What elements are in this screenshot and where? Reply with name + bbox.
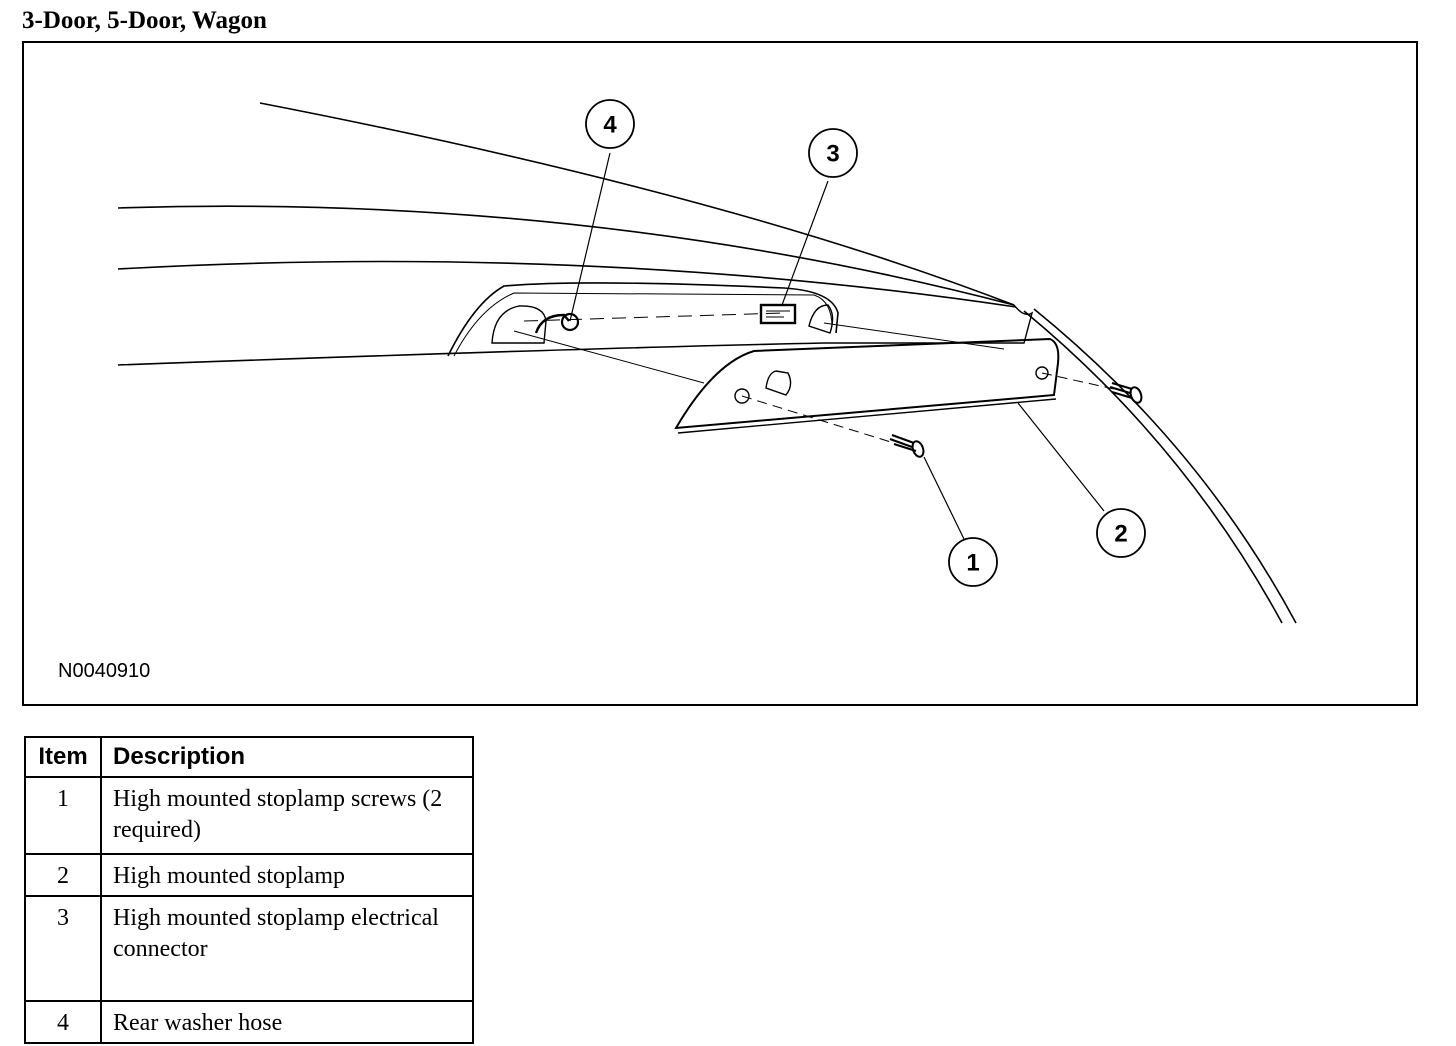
legend-item-number: 4 <box>24 1000 102 1044</box>
washer-hose <box>534 313 570 334</box>
lamp-recess <box>447 282 839 357</box>
legend-row: 2 High mounted stoplamp <box>24 853 474 897</box>
leader-line-1 <box>923 456 965 540</box>
alignment-line <box>513 330 705 384</box>
legend-header-description: Description <box>100 736 474 778</box>
screw-axis-line <box>741 395 895 444</box>
legend-item-number: 1 <box>24 776 102 855</box>
screw-hole-left <box>734 388 750 404</box>
leader-line-3 <box>781 180 829 306</box>
body-contour-line <box>117 342 825 366</box>
recess-opening-right <box>808 304 834 334</box>
stoplamp-body-lower-edge <box>677 398 1057 434</box>
callout-label-3: 3 <box>826 141 839 168</box>
stoplamp-body <box>674 337 1060 430</box>
stoplamp-lens-tab <box>765 370 792 396</box>
alignment-line <box>823 322 1005 350</box>
legend-item-description: High mounted stoplamp screws (2 required… <box>100 776 474 855</box>
electrical-connector <box>759 303 797 325</box>
callout-label-1: 1 <box>966 550 979 577</box>
callout-circle-4 <box>585 99 635 149</box>
figure-id: N0040910 <box>58 660 151 682</box>
page-heading: 3-Door, 5-Door, Wagon <box>22 7 267 34</box>
pillar-line <box>1023 310 1283 624</box>
body-contour-line <box>259 102 1015 306</box>
callout-circle-1 <box>948 537 998 587</box>
screw-axis-line <box>1041 372 1115 390</box>
leader-line-2 <box>1017 402 1105 512</box>
legend-row: 3 High mounted stoplamp electrical conne… <box>24 895 474 1002</box>
body-contour-line <box>117 205 1015 306</box>
legend-row: 1 High mounted stoplamp screws (2 requir… <box>24 776 474 855</box>
diagram-frame: 4 3 1 2 N0040910 <box>22 41 1418 706</box>
body-contour-line <box>117 260 1017 308</box>
leader-line-4 <box>569 152 611 322</box>
screw-left <box>889 434 925 458</box>
washer-hose-fitting <box>560 312 580 332</box>
stoplamp-diagram: 4 3 1 2 <box>117 99 1297 624</box>
legend-item-number: 2 <box>24 853 102 897</box>
legend-item-description: Rear washer hose <box>100 1000 474 1044</box>
screw-right <box>1109 382 1143 404</box>
lamp-recess-inner <box>453 292 833 357</box>
callout-label-4: 4 <box>603 112 617 139</box>
legend-item-number: 3 <box>24 895 102 1002</box>
callout-circle-2 <box>1096 508 1146 558</box>
connector-detail <box>766 310 790 318</box>
legend-item-description: High mounted stoplamp electrical connect… <box>100 895 474 1002</box>
spoiler-edge <box>824 304 1034 344</box>
legend-row: 4 Rear washer hose <box>24 1000 474 1044</box>
pillar-line <box>1033 308 1297 624</box>
callout-circle-3 <box>808 128 858 178</box>
legend-header-row: Item Description <box>24 736 474 778</box>
callout-label-2: 2 <box>1114 521 1127 548</box>
legend-header-item: Item <box>24 736 102 778</box>
screw-hole-right <box>1035 366 1049 380</box>
legend-table: Item Description 1 High mounted stoplamp… <box>24 736 474 1044</box>
legend-item-description: High mounted stoplamp <box>100 853 474 897</box>
